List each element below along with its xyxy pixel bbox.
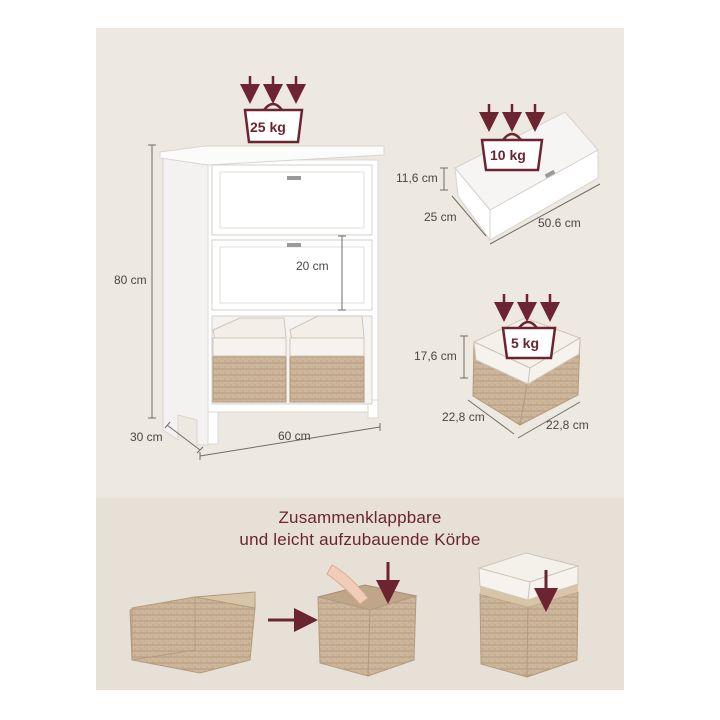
drawer-depth-label: 25 cm <box>424 210 457 224</box>
cabinet <box>159 145 385 446</box>
drawer-width-label: 50.6 cm <box>538 216 581 230</box>
drawer-front-label: 20 cm <box>296 259 329 273</box>
basket-width-label: 22,8 cm <box>546 418 589 432</box>
hand-icon <box>326 564 369 605</box>
basket-dimension-lines <box>460 335 581 439</box>
weight-icon-cabinet <box>240 76 306 144</box>
weight-icon-basket <box>494 294 560 360</box>
weight-icon-drawer <box>479 104 545 172</box>
basket-height-label: 17,6 cm <box>414 349 457 363</box>
drawer-handle-top <box>287 176 301 180</box>
basket-unfolding <box>317 562 418 677</box>
cabinet-basket-right <box>289 315 365 403</box>
drawer-top <box>211 164 373 236</box>
basket-assembled <box>477 552 580 678</box>
cabinet-width-label: 60 cm <box>278 429 311 443</box>
cabinet-height-label: 80 cm <box>114 273 147 287</box>
drawer-handle-bottom <box>287 243 301 247</box>
basket-folded <box>129 591 256 674</box>
drawer-dimension-lines <box>440 167 601 245</box>
drawer-bottom <box>211 239 373 311</box>
basket-depth-label: 22,8 cm <box>442 410 485 424</box>
weight-label-cabinet: 25 kg <box>250 119 286 135</box>
weight-label-drawer: 10 kg <box>490 147 526 163</box>
caption-line-1: Zusammenklappbare <box>278 508 442 527</box>
weight-label-basket: 5 kg <box>511 335 540 351</box>
cabinet-dimension-lines <box>148 144 381 460</box>
drawer-height-label: 11,6 cm <box>396 171 438 185</box>
cabinet-basket-left <box>212 317 287 403</box>
cabinet-depth-label: 30 cm <box>130 430 163 444</box>
caption-line-2: und leicht aufzubauende Körbe <box>239 530 481 549</box>
